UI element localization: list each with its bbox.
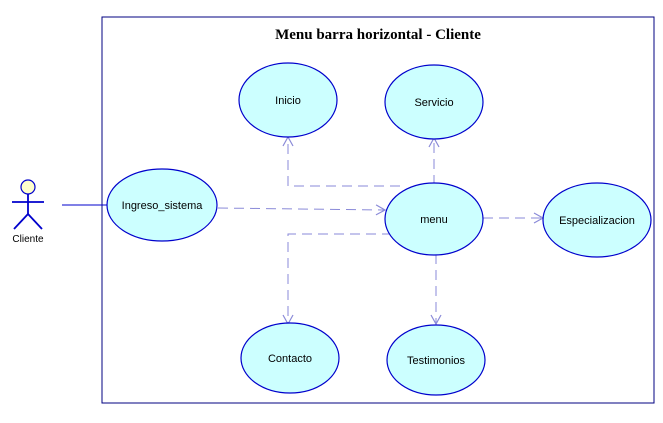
actor-label: Cliente — [12, 234, 44, 245]
actor-cliente[interactable] — [12, 179, 44, 230]
use-case-inicio[interactable] — [238, 62, 338, 138]
use-case-especializacion[interactable] — [542, 182, 652, 258]
use-case-contacto[interactable] — [240, 322, 340, 394]
use-case-menu[interactable] — [384, 182, 484, 256]
actor-left-leg — [13, 213, 29, 230]
use-case-contacto-label: Contacto — [268, 353, 312, 365]
dependency-ingreso-to-menu — [217, 204, 387, 216]
use-case-ingreso-sistema[interactable] — [106, 168, 218, 242]
actor-head — [20, 179, 36, 195]
use-case-especializacion-label: Especializacion — [559, 215, 635, 227]
use-case-ingreso-sistema-label: Ingreso_sistema — [122, 200, 204, 212]
use-case-menu-label: menu — [420, 214, 448, 226]
use-case-testimonios[interactable] — [386, 324, 486, 396]
actor-right-leg — [27, 213, 43, 230]
system-boundary-title: Menu barra horizontal - Cliente — [275, 27, 481, 43]
use-case-servicio[interactable] — [384, 64, 484, 140]
use-case-servicio-label: Servicio — [414, 97, 453, 109]
dependency-menu-to-inicio — [282, 135, 400, 187]
dependency-menu-to-contacto — [282, 233, 392, 326]
use-case-testimonios-label: Testimonios — [407, 355, 466, 367]
use-case-inicio-label: Inicio — [275, 95, 301, 107]
